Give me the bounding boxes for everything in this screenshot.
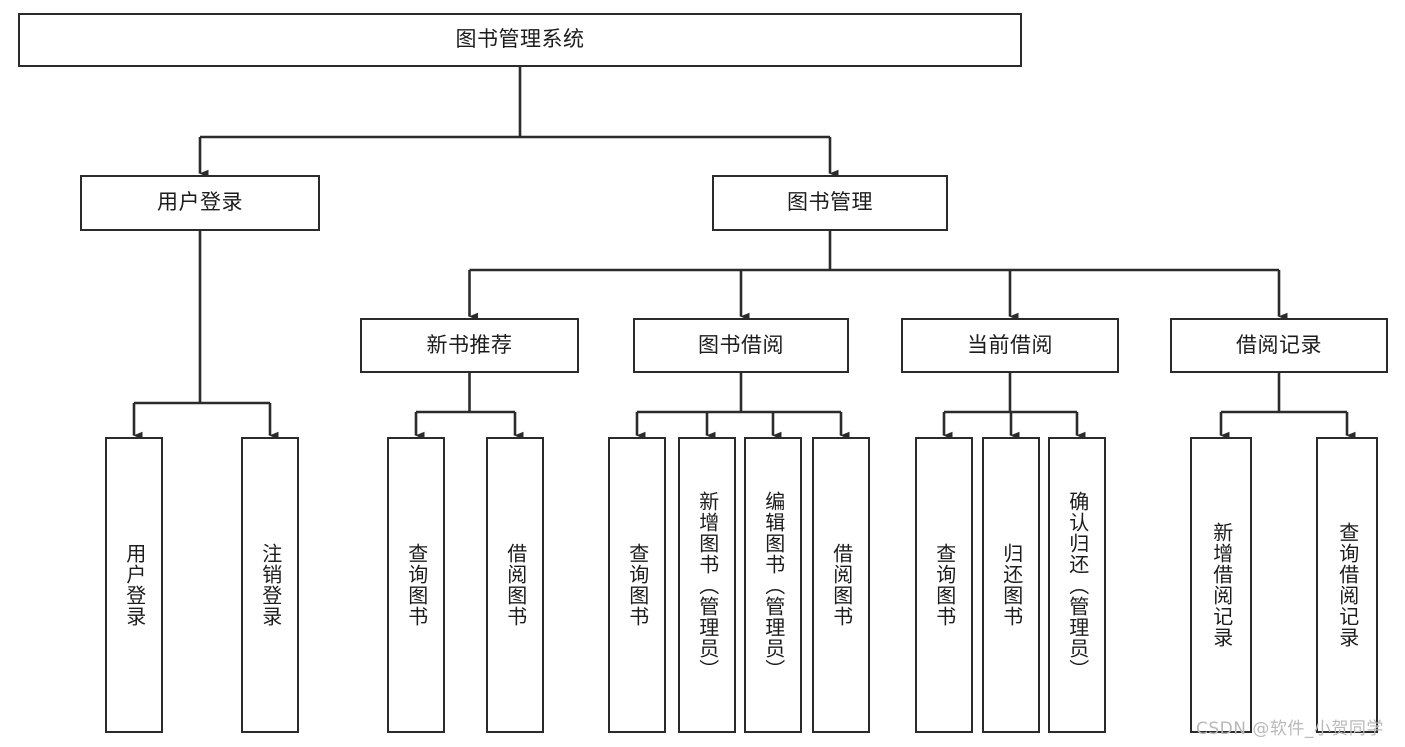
- node-label: 查询借阅记录: [1335, 522, 1360, 648]
- node-label: 查询图书: [404, 543, 429, 627]
- node-user-login[interactable]: 用户登录: [80, 175, 320, 231]
- node-leaf-query-book-3[interactable]: 查询图书: [915, 437, 973, 733]
- node-label: 借阅图书: [503, 543, 528, 627]
- node-label: 编辑图书（管理员）: [761, 490, 786, 680]
- node-label: 当前借阅: [967, 332, 1053, 357]
- node-leaf-return-book[interactable]: 归还图书: [982, 437, 1040, 733]
- node-label: 图书借阅: [698, 332, 784, 357]
- node-label: 新增图书（管理员）: [695, 490, 720, 680]
- node-current-borrow[interactable]: 当前借阅: [901, 318, 1119, 373]
- node-label: 借阅图书: [829, 543, 854, 627]
- node-leaf-user-login[interactable]: 用户登录: [105, 437, 163, 733]
- node-leaf-borrow-book-2[interactable]: 借阅图书: [812, 437, 870, 733]
- node-label: 归还图书: [999, 543, 1024, 627]
- node-root[interactable]: 图书管理系统: [18, 13, 1022, 67]
- node-label: 新增借阅记录: [1209, 522, 1234, 648]
- node-leaf-query-record[interactable]: 查询借阅记录: [1316, 437, 1378, 733]
- node-leaf-query-book-1[interactable]: 查询图书: [387, 437, 445, 733]
- node-label: 用户登录: [122, 543, 147, 627]
- node-leaf-edit-book[interactable]: 编辑图书（管理员）: [744, 437, 802, 733]
- node-leaf-borrow-book-1[interactable]: 借阅图书: [486, 437, 544, 733]
- node-new-book-recommend[interactable]: 新书推荐: [360, 318, 579, 373]
- node-leaf-confirm-return[interactable]: 确认归还（管理员）: [1048, 437, 1106, 733]
- node-leaf-query-book-2[interactable]: 查询图书: [608, 437, 666, 733]
- node-label: 确认归还（管理员）: [1065, 490, 1090, 680]
- node-label: 图书管理系统: [455, 27, 585, 52]
- node-book-borrow[interactable]: 图书借阅: [633, 318, 849, 373]
- node-label: 图书管理: [787, 190, 873, 215]
- node-leaf-add-book[interactable]: 新增图书（管理员）: [678, 437, 736, 733]
- node-leaf-logout[interactable]: 注销登录: [241, 437, 299, 733]
- node-book-manage[interactable]: 图书管理: [712, 175, 948, 231]
- node-label: 查询图书: [625, 543, 650, 627]
- node-label: 用户登录: [157, 190, 243, 215]
- node-leaf-add-record[interactable]: 新增借阅记录: [1190, 437, 1252, 733]
- node-label: 注销登录: [258, 543, 283, 627]
- node-borrow-record[interactable]: 借阅记录: [1170, 318, 1388, 373]
- node-label: 新书推荐: [426, 332, 513, 357]
- node-label: 查询图书: [932, 543, 957, 627]
- node-label: 借阅记录: [1236, 332, 1322, 357]
